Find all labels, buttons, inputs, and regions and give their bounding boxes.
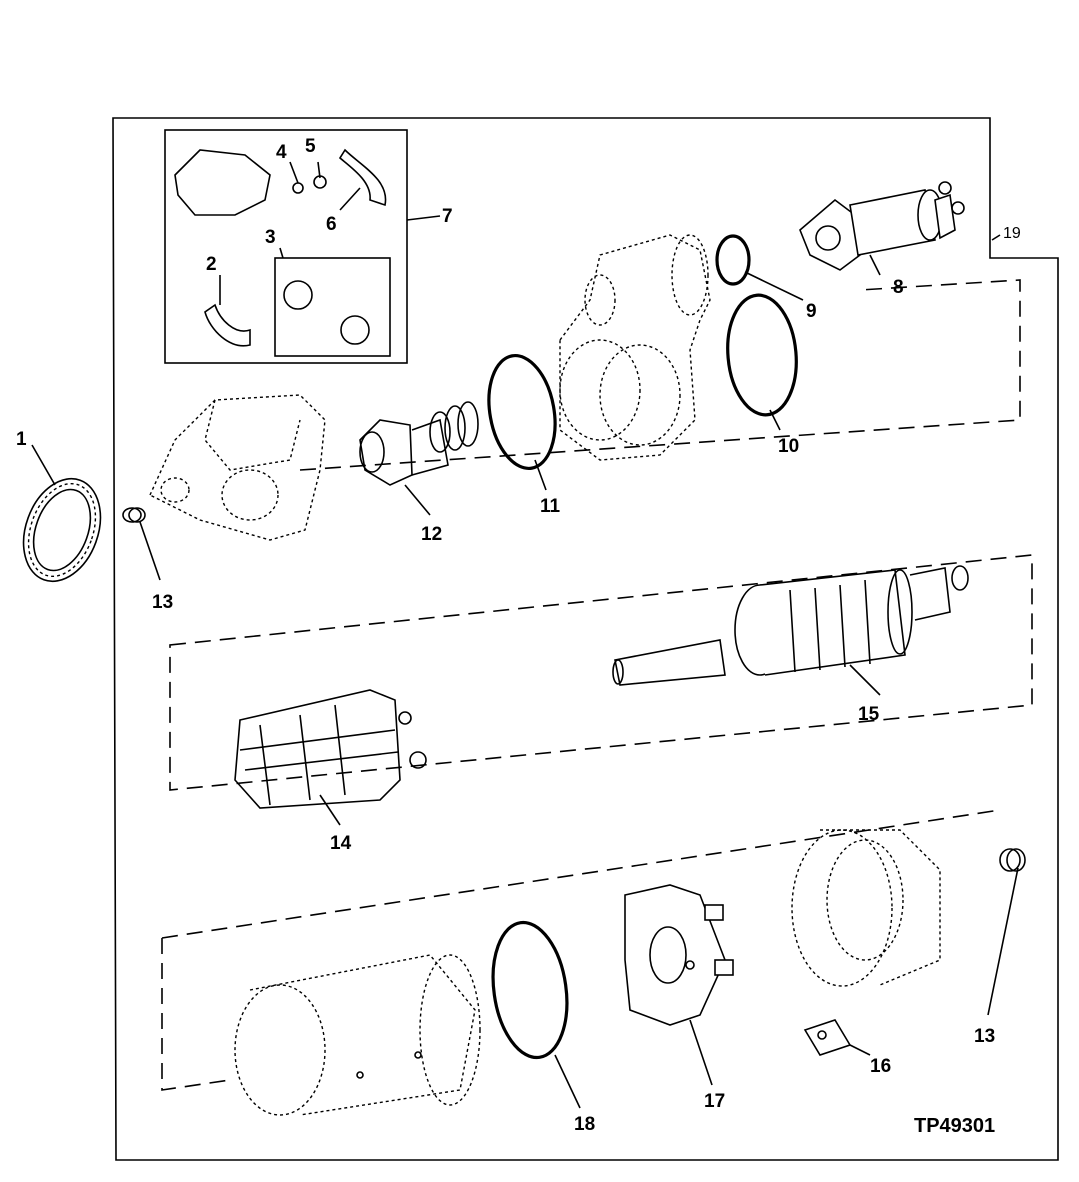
kit-frame-outline (112, 117, 1059, 1161)
callout-16: 16 (870, 1056, 891, 1077)
callout-10: 10 (778, 436, 799, 457)
part-9-o-ring-small (715, 234, 751, 286)
drive-end-housing (149, 394, 326, 541)
commutator-end-frame (791, 829, 941, 987)
callout-1: 1 (16, 429, 27, 450)
part-15-armature (612, 565, 969, 686)
part-18-o-ring (491, 920, 569, 1060)
callout-4: 4 (276, 142, 287, 163)
middle-group-dashed-outline (169, 554, 1033, 791)
callout-13b: 13 (974, 1026, 995, 1047)
callout-labels: 1 2 3 4 5 6 7 8 9 10 11 12 13 13 14 15 1… (16, 136, 1021, 1135)
leader-lines (31, 161, 1019, 1109)
callout-5: 5 (305, 136, 316, 157)
kit-7-inset-box (164, 129, 408, 364)
callout-8: 8 (893, 277, 904, 298)
part-13-bushing-upper (122, 507, 146, 523)
part-10-o-ring-large (726, 293, 798, 417)
upper-group-dashed-outline (299, 279, 1021, 471)
callout-3: 3 (265, 227, 276, 248)
callout-17: 17 (704, 1091, 725, 1112)
callout-7: 7 (442, 206, 453, 227)
callout-14: 14 (330, 833, 352, 854)
part-11-o-ring (487, 353, 557, 471)
part-16-brush (803, 1019, 852, 1056)
callout-6: 6 (326, 214, 337, 235)
figure-id: TP49301 (914, 1115, 995, 1137)
part-1-gasket (22, 477, 102, 583)
part-14-field-coil (234, 689, 427, 809)
part-12-drive-clutch (359, 401, 479, 486)
lever-housing (559, 234, 711, 461)
callout-9: 9 (806, 301, 817, 322)
kit-7-contents (174, 148, 391, 357)
lower-group-dashed-outline (161, 809, 1001, 1091)
part-13-bushing-lower (999, 848, 1026, 872)
callout-15: 15 (858, 704, 880, 725)
callout-19: 19 (1003, 225, 1021, 242)
callout-13a: 13 (152, 592, 173, 613)
callout-11: 11 (540, 496, 561, 517)
callout-18: 18 (574, 1114, 595, 1135)
part-8-solenoid (799, 181, 965, 271)
field-frame-housing (234, 954, 481, 1116)
callout-2: 2 (206, 254, 217, 275)
callout-12: 12 (421, 524, 442, 545)
part-17-brush-holder (624, 884, 734, 1026)
